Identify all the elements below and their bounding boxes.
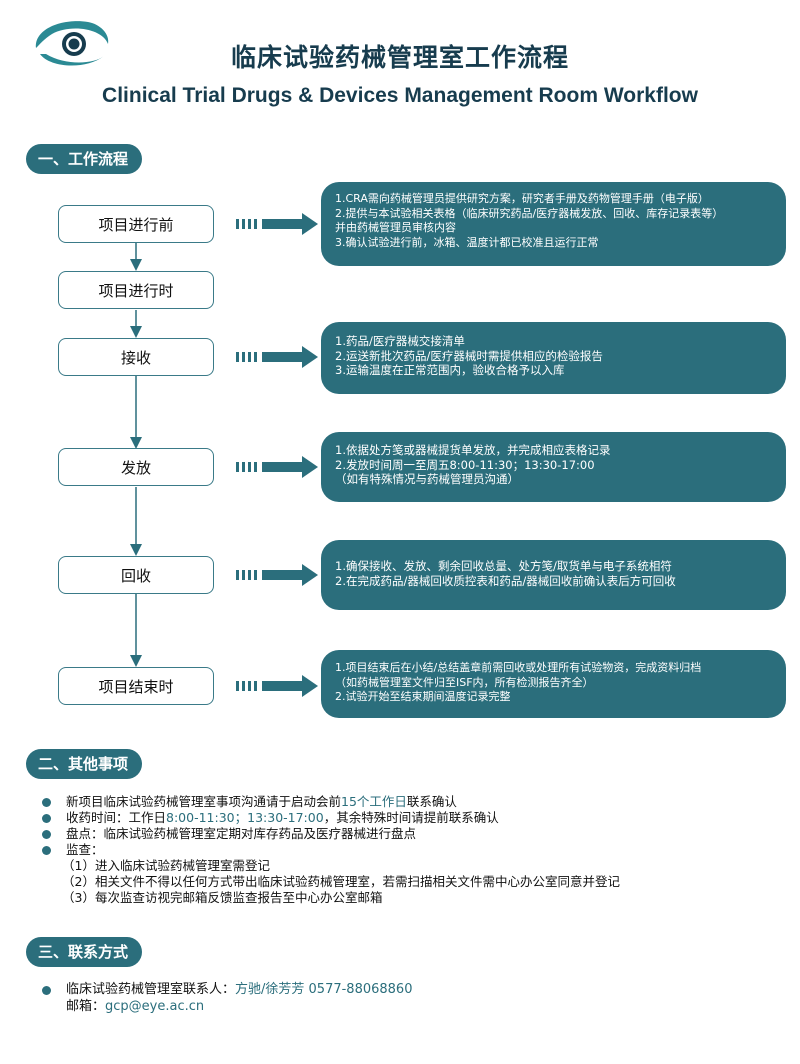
logo <box>30 14 112 70</box>
email-link[interactable]: gcp@eye.ac.cn <box>105 999 205 1014</box>
detail-line: 2.试验开始至结束期间温度记录完整 <box>335 690 511 703</box>
section-contact-heading: 三、联系方式 <box>26 937 143 967</box>
bullet-highlight: 8:00-11:30；13:30-17:00 <box>166 810 324 825</box>
detail-line: 1.药品/医疗器械交接清单 <box>335 334 465 348</box>
detail-line: （如药械管理室文件归至ISF内，所有检测报告齐全） <box>335 675 594 689</box>
section-workflow-heading: 一、工作流程 <box>26 144 143 174</box>
section-other-heading: 二、其他事项 <box>26 749 143 779</box>
bullet-monitoring: 监查： <box>66 842 104 857</box>
dashed-arrow <box>236 213 318 235</box>
detail-line: 3.确认试验进行前，冰箱、温度计都已校准且运行正常 <box>335 235 599 249</box>
monitoring-item-1: （1）进入临床试验药械管理室需登记 <box>62 858 270 873</box>
step-before-project: 项目进行前 <box>58 205 214 243</box>
detail-dispense: 1.依据处方笺或器械提货单发放，并完成相应表格记录 2.发放时间周一至周五8:0… <box>321 432 786 502</box>
step-during-project: 项目进行时 <box>58 271 214 309</box>
page-subtitle: Clinical Trial Drugs & Devices Managemen… <box>102 84 698 107</box>
step-return: 回收 <box>58 556 214 594</box>
email-label: 邮箱： <box>66 999 106 1014</box>
detail-line: 2.提供与本试验相关表格（临床研究药品/医疗器械发放、回收、库存记录表等） <box>335 206 724 220</box>
detail-line: 1.CRA需向药械管理员提供研究方案，研究者手册及药物管理手册（电子版） <box>335 192 709 205</box>
bullet-kickoff-contact: 新项目临床试验药械管理室事项沟通请于启动会前15个工作日联系确认 <box>66 794 457 810</box>
contact-value: 方驰/徐芳芳 0577-88068860 <box>235 982 413 997</box>
bullet-text: ，其余特殊时间请提前联系确认 <box>323 810 499 825</box>
dashed-arrow <box>236 564 318 586</box>
monitoring-item-2: （2）相关文件不得以任何方式带出临床试验药械管理室，若需扫描相关文件需中心办公室… <box>62 874 620 889</box>
contact-label: 临床试验药械管理室联系人： <box>66 982 236 997</box>
detail-line: 1.依据处方笺或器械提货单发放，并完成相应表格记录 <box>335 443 611 457</box>
contact-person: 临床试验药械管理室联系人：方驰/徐芳芳 0577-88068860 <box>66 982 412 998</box>
bullet-dot <box>42 798 51 807</box>
detail-project-end: 1.项目结束后在小结/总结盖章前需回收或处理所有试验物资，完成资料归档 （如药械… <box>321 650 786 718</box>
bullet-inventory: 盘点：临床试验药械管理室定期对库存药品及医疗器械进行盘点 <box>66 826 417 841</box>
detail-line: 2.发放时间周一至周五8:00-11:30；13:30-17:00 <box>335 457 595 472</box>
bullet-receiving-time: 收药时间：工作日8:00-11:30；13:30-17:00，其余特殊时间请提前… <box>66 810 499 826</box>
bullet-text: 收药时间：工作日 <box>66 810 167 825</box>
detail-line: （如有特殊情况与药械管理员沟通） <box>335 472 519 486</box>
bullet-dot <box>42 846 51 855</box>
detail-line: 并由药械管理员审核内容 <box>335 221 456 234</box>
bullet-text: 联系确认 <box>406 794 457 809</box>
detail-before-project: 1.CRA需向药械管理员提供研究方案，研究者手册及药物管理手册（电子版） 2.提… <box>321 182 786 266</box>
bullet-dot <box>42 986 51 995</box>
bullet-text: 新项目临床试验药械管理室事项沟通请于启动会前 <box>66 794 342 809</box>
bullet-dot <box>42 830 51 839</box>
detail-return: 1.确保接收、发放、剩余回收总量、处方笺/取货单与电子系统相符 2.在完成药品/… <box>321 540 786 610</box>
monitoring-item-3: （3）每次监查访视完邮箱反馈监查报告至中心办公室邮箱 <box>62 890 383 905</box>
detail-line: 2.在完成药品/器械回收质控表和药品/器械回收前确认表后方可回收 <box>335 573 676 588</box>
step-receive: 接收 <box>58 338 214 376</box>
detail-receive: 1.药品/医疗器械交接清单 2.运送新批次药品/医疗器械时需提供相应的检验报告 … <box>321 322 786 394</box>
contact-email: 邮箱：gcp@eye.ac.cn <box>66 999 204 1015</box>
detail-line: 3.运输温度在正常范围内，验收合格予以入库 <box>335 363 565 377</box>
step-project-end: 项目结束时 <box>58 667 214 705</box>
detail-line: 2.运送新批次药品/医疗器械时需提供相应的检验报告 <box>335 348 603 363</box>
dashed-arrow <box>236 675 318 697</box>
page-title: 临床试验药械管理室工作流程 <box>230 43 569 72</box>
dashed-arrow <box>236 456 318 478</box>
detail-line: 1.项目结束后在小结/总结盖章前需回收或处理所有试验物资，完成资料归档 <box>335 661 702 674</box>
bullet-highlight: 15个工作日 <box>341 794 407 809</box>
detail-line: 1.确保接收、发放、剩余回收总量、处方笺/取货单与电子系统相符 <box>335 559 672 573</box>
dashed-arrow <box>236 346 318 368</box>
step-dispense: 发放 <box>58 448 214 486</box>
bullet-dot <box>42 814 51 823</box>
